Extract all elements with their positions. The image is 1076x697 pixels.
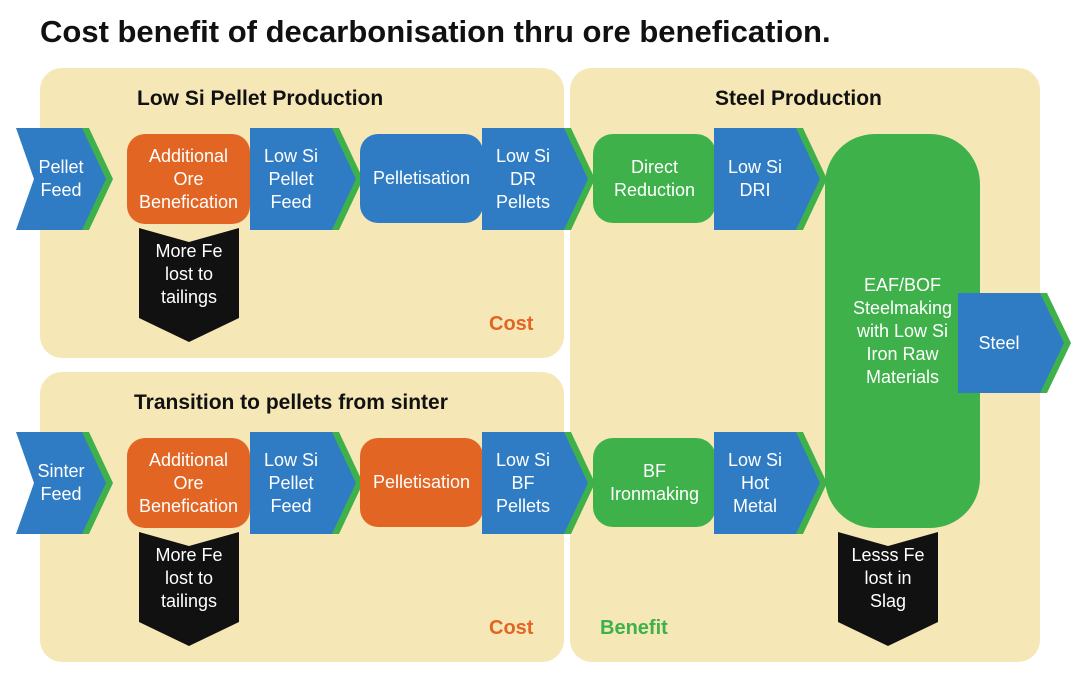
chevron-low-si-bf-pellets: Low Si BF Pellets xyxy=(482,432,595,534)
loss-label-tailings-bottom: More Fe lost to tailings xyxy=(155,544,223,611)
pelletisation-box: Pelletisation xyxy=(360,134,483,223)
chevron-shape xyxy=(250,128,363,230)
additional-ore-benefication-box: Additional Ore Benefication xyxy=(127,134,250,224)
chevron-shape xyxy=(482,432,595,534)
pelletisation-box-2: Pelletisation xyxy=(360,438,483,527)
chevron-shape xyxy=(16,432,113,534)
low-si-dr-pellets-label: Low Si DR Pellets xyxy=(495,145,551,212)
chevron-pellet-feed: Pellet Feed xyxy=(16,128,113,230)
chevron-low-si-hot-metal: Low Si Hot Metal xyxy=(714,432,827,534)
chevron-shape xyxy=(16,128,113,230)
down-arrow-shape xyxy=(838,532,938,646)
chevron-shape xyxy=(250,432,363,534)
chevron-shape xyxy=(714,432,827,534)
pellet-feed-label: Pellet Feed xyxy=(38,157,84,200)
chevron-shape xyxy=(958,293,1071,393)
chevron-low-si-pellet-feed: Low Si Pellet Feed xyxy=(250,128,363,230)
panel-title-pellet-production: Low Si Pellet Production xyxy=(137,87,384,110)
chevron-shape xyxy=(714,128,827,230)
low-si-dri-label: Low Si DRI xyxy=(727,157,783,200)
loss-arrow-slag: Lesss Fe lost in Slag xyxy=(838,532,938,646)
panel-title-steel-production: Steel Production xyxy=(715,87,882,110)
chevron-shape xyxy=(482,128,595,230)
direct-reduction-box: Direct Reduction xyxy=(593,134,716,223)
down-arrow-shape xyxy=(139,532,239,646)
chevron-steel: Steel xyxy=(958,293,1071,393)
loss-label-tailings-top: More Fe lost to tailings xyxy=(155,240,223,307)
chevron-low-si-pellet-feed-2: Low Si Pellet Feed xyxy=(250,432,363,534)
chevron-low-si-dri: Low Si DRI xyxy=(714,128,827,230)
cost-tag-top: Cost xyxy=(489,313,534,335)
panel-title-transition: Transition to pellets from sinter xyxy=(134,391,448,414)
chevron-sinter-feed: Sinter Feed xyxy=(16,432,113,534)
bf-ironmaking-box: BF Ironmaking xyxy=(593,438,716,527)
steel-label: Steel xyxy=(978,332,1020,353)
low-si-hot-metal-label: Low Si Hot Metal xyxy=(727,449,783,516)
chevron-low-si-dr-pellets: Low Si DR Pellets xyxy=(482,128,595,230)
benefit-tag: Benefit xyxy=(600,617,668,639)
diagram-title: Cost benefit of decarbonisation thru ore… xyxy=(40,14,831,49)
loss-arrow-tailings-top: More Fe lost to tailings xyxy=(139,228,239,342)
sinter-feed-label: Sinter Feed xyxy=(37,461,85,504)
low-si-pellet-feed-label-2: Low Si Pellet Feed xyxy=(263,449,319,516)
down-arrow-shape xyxy=(139,228,239,342)
loss-label-slag: Lesss Fe lost in Slag xyxy=(851,544,925,611)
cost-tag-bottom: Cost xyxy=(489,617,534,639)
additional-ore-benefication-box-2: Additional Ore Benefication xyxy=(127,438,250,528)
low-si-bf-pellets-label: Low Si BF Pellets xyxy=(495,449,551,516)
loss-arrow-tailings-bottom: More Fe lost to tailings xyxy=(139,532,239,646)
eaf-bof-steelmaking-box: EAF/BOF Steelmaking with Low Si Iron Raw… xyxy=(825,134,980,528)
low-si-pellet-feed-label: Low Si Pellet Feed xyxy=(263,145,319,212)
